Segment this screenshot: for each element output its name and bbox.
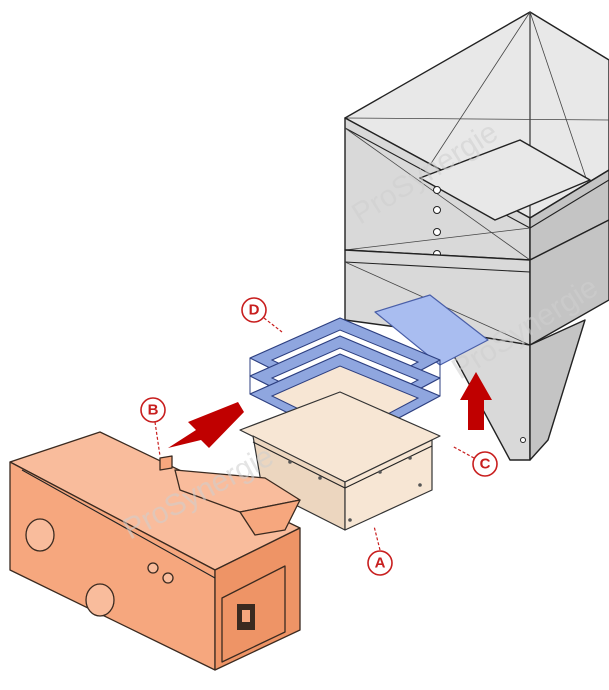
- auger-housing: [9, 431, 301, 671]
- arrow-remove-auger: [168, 402, 244, 448]
- callout-label-B: B: [148, 402, 159, 419]
- callout-C: C: [451, 445, 498, 477]
- callout-label-C: C: [480, 456, 491, 473]
- callout-D: D: [241, 297, 283, 333]
- slide-plate: [374, 294, 489, 366]
- callout-B: B: [140, 397, 166, 457]
- callout-label-D: D: [249, 302, 260, 319]
- arrow-lift-plate: [460, 372, 492, 430]
- adapter-box: [239, 391, 441, 531]
- callout-A: A: [367, 525, 393, 576]
- callout-label-A: A: [375, 555, 386, 572]
